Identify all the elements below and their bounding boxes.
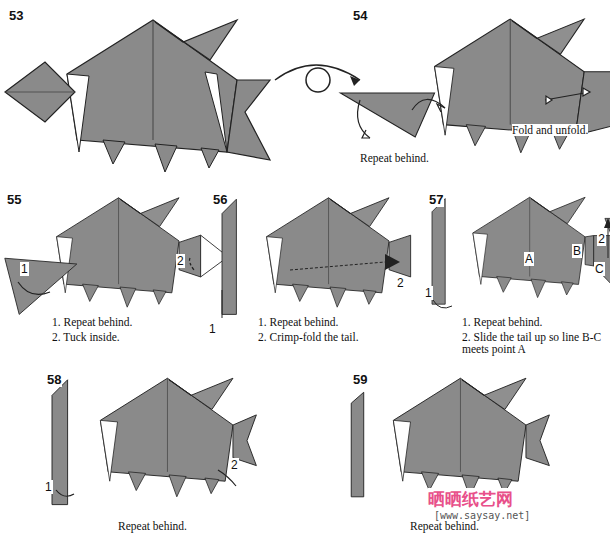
corner-letter: A: [524, 252, 534, 266]
instruction: 2. Tuck inside.: [52, 331, 120, 343]
step-number: 58: [46, 372, 62, 387]
instruction: 1. Repeat behind.: [258, 316, 338, 328]
corner-letter: B: [572, 244, 582, 258]
instruction: Fold and unfold.: [512, 124, 588, 136]
fish-step53: [5, 20, 270, 172]
step-number: 59: [352, 372, 368, 387]
callout-number: 1: [44, 480, 53, 494]
callout-number: 2: [597, 232, 606, 246]
corner-letter: C: [594, 262, 605, 276]
fish-step57: [432, 197, 610, 304]
fish-step58: [52, 378, 256, 504]
slide-arrow: [433, 218, 610, 308]
watermark-url: [www.saysay.net]: [434, 510, 530, 521]
instruction: Repeat behind.: [118, 520, 187, 532]
fold-arrows-55: [18, 258, 194, 294]
step-number: 53: [8, 8, 24, 23]
fish-step54: [340, 19, 610, 153]
callout-number: 1: [208, 322, 217, 336]
callout-number: 1: [424, 286, 433, 300]
fish-step55: [5, 198, 228, 315]
instruction: 2. Slide the tail up so line B-C meets p…: [462, 331, 602, 355]
instruction: 1. Repeat behind.: [462, 316, 542, 328]
callout-number: 2: [396, 276, 405, 290]
step-number: 54: [352, 8, 368, 23]
fold-arrows: [358, 88, 590, 138]
watermark: 晒晒纸艺网: [428, 488, 513, 511]
callout-number: 2: [176, 254, 185, 268]
step-number: 56: [212, 192, 228, 207]
fish-step59: [351, 378, 549, 497]
turn-over-arrow: [275, 65, 360, 92]
callout-number: 2: [230, 458, 239, 472]
crimp-arrow: [222, 254, 400, 318]
fish-step56: [222, 198, 411, 315]
callout-number: 1: [20, 262, 29, 276]
fold-arrows-58: [56, 470, 236, 496]
step-number: 57: [428, 192, 444, 207]
instruction: 1. Repeat behind.: [52, 316, 132, 328]
instruction: Repeat behind.: [410, 520, 479, 532]
step-number: 55: [6, 192, 22, 207]
instruction: 2. Crimp-fold the tail.: [258, 331, 359, 343]
instruction: Repeat behind.: [360, 152, 429, 164]
